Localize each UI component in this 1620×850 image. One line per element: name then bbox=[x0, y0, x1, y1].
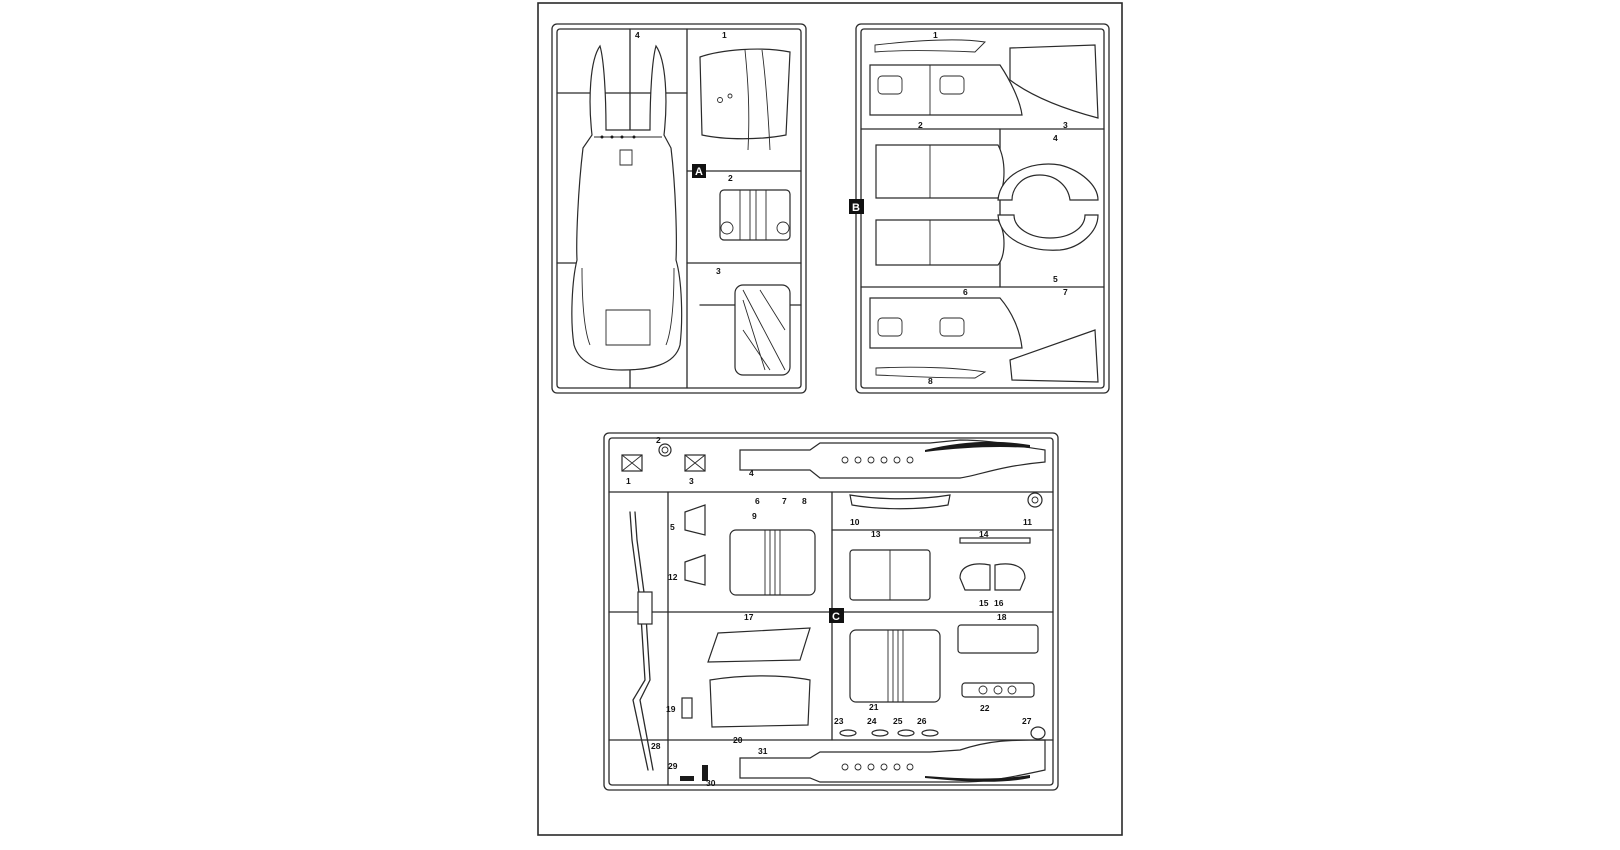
part-a2-dash bbox=[719, 189, 791, 241]
part-c4-rail bbox=[739, 439, 1046, 479]
sprue-a-label-3: 3 bbox=[716, 266, 721, 276]
sprue-c-label-27: 27 bbox=[1022, 716, 1032, 726]
sprue-b-label-4: 4 bbox=[1053, 133, 1058, 143]
sprue-c-label-23: 23 bbox=[834, 716, 844, 726]
part-c28-exhaust bbox=[629, 511, 649, 771]
part-c21-seat bbox=[849, 629, 941, 703]
sprue-c-label-29: 29 bbox=[668, 761, 678, 771]
sprue-c-label-21: 21 bbox=[869, 702, 879, 712]
sprue-b: B 1 2 3 4 5 6 7 8 bbox=[849, 23, 1110, 394]
sprue-c-label-24: 24 bbox=[867, 716, 877, 726]
sprue-a-frame bbox=[551, 23, 807, 394]
sprue-c-label-25: 25 bbox=[893, 716, 903, 726]
sprue-b-label-7: 7 bbox=[1063, 287, 1068, 297]
sprue-a: A 1 2 3 4 bbox=[551, 23, 807, 394]
sprue-b-label-5: 5 bbox=[1053, 274, 1058, 284]
sprue-b-label-1: 1 bbox=[933, 30, 938, 40]
sprue-b-label-8: 8 bbox=[928, 376, 933, 386]
sprue-c-label-13: 13 bbox=[871, 529, 881, 539]
page-frame bbox=[537, 2, 1123, 836]
part-a4-body bbox=[571, 44, 683, 371]
part-a3-seat bbox=[734, 284, 791, 376]
sprue-c-label-4: 4 bbox=[749, 468, 754, 478]
sprue-c-label-6: 6 bbox=[755, 496, 760, 506]
sprue-c-label-14: 14 bbox=[979, 529, 989, 539]
sprue-c-frame bbox=[603, 432, 1059, 791]
sprue-c-label-16: 16 bbox=[994, 598, 1004, 608]
sprue-c-label-12: 12 bbox=[668, 572, 678, 582]
part-c9-seat bbox=[729, 529, 816, 596]
part-b2-door-upper bbox=[869, 64, 1023, 116]
sprue-a-label-1: 1 bbox=[722, 30, 727, 40]
sprue-c-label-18: 18 bbox=[997, 612, 1007, 622]
sprue-a-label-2: 2 bbox=[728, 173, 733, 183]
sprue-c-label-19: 19 bbox=[666, 704, 676, 714]
sprue-a-label-4: 4 bbox=[635, 30, 640, 40]
sprue-c-label-11: 11 bbox=[1023, 517, 1032, 527]
sprue-c-label-22: 22 bbox=[980, 703, 990, 713]
sprue-c-label-17: 17 bbox=[744, 612, 754, 622]
sprue-c-label-5: 5 bbox=[670, 522, 675, 532]
sprue-b-letter: B bbox=[852, 202, 860, 214]
sprue-c: C 1 2 3 4 5 6 7 8 9 10 11 12 13 14 15 16… bbox=[603, 432, 1059, 791]
sprue-c-label-20: 20 bbox=[733, 735, 743, 745]
sprue-b-label-3: 3 bbox=[1063, 120, 1068, 130]
sprue-c-letter: C bbox=[832, 611, 840, 623]
sprue-c-label-3: 3 bbox=[689, 476, 694, 486]
sprue-c-label-26: 26 bbox=[917, 716, 927, 726]
sprue-c-label-28: 28 bbox=[651, 741, 661, 751]
part-a1-hood bbox=[699, 48, 791, 151]
sprue-c-label-8: 8 bbox=[802, 496, 807, 506]
sprue-c-label-15: 15 bbox=[979, 598, 989, 608]
sprue-a-letter: A bbox=[695, 166, 703, 178]
part-c31-rail bbox=[739, 739, 1046, 783]
sprue-c-label-10: 10 bbox=[850, 517, 860, 527]
sprue-c-label-1: 1 bbox=[626, 476, 631, 486]
sprue-c-label-2: 2 bbox=[656, 435, 661, 445]
sprue-c-label-9: 9 bbox=[752, 511, 757, 521]
sprue-b-label-6: 6 bbox=[963, 287, 968, 297]
sprue-c-label-31: 31 bbox=[758, 746, 768, 756]
sprue-b-label-2: 2 bbox=[918, 120, 923, 130]
sprue-c-label-30: 30 bbox=[706, 778, 716, 788]
sprue-c-label-7: 7 bbox=[782, 496, 787, 506]
